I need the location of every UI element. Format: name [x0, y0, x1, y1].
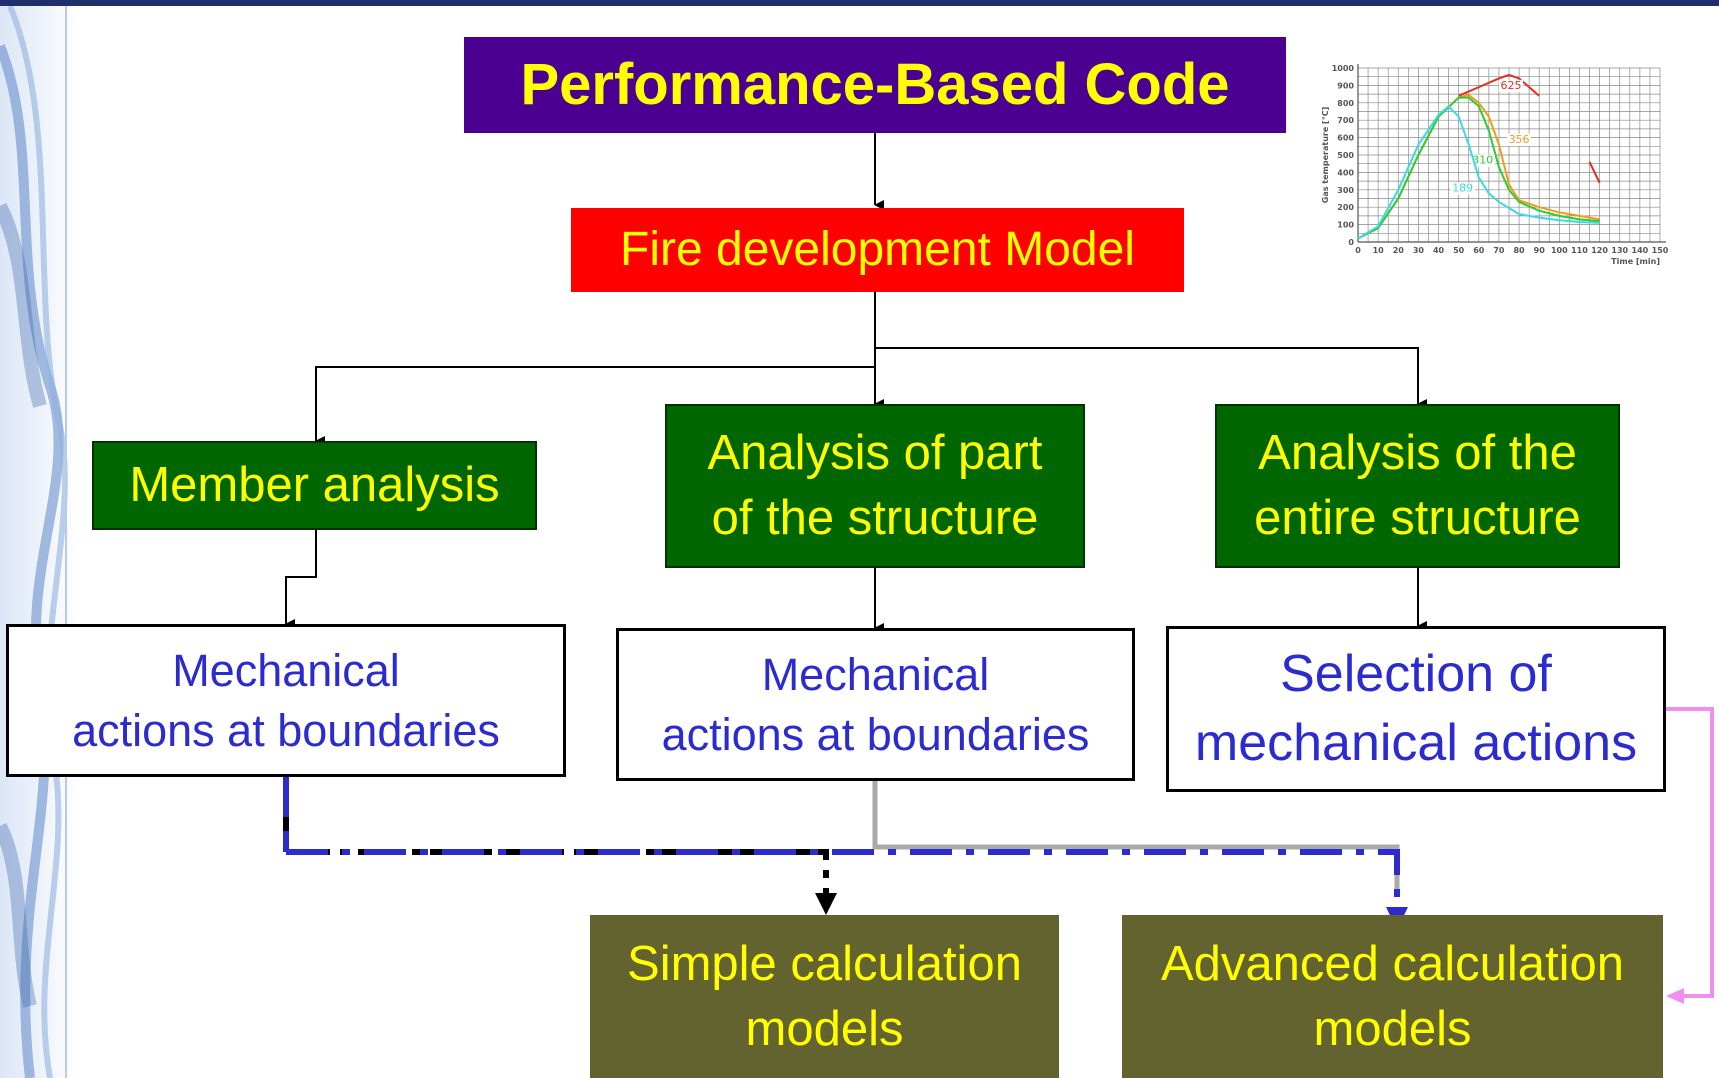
advanced-calculation-models-line1: Advanced calculation [1160, 936, 1625, 991]
chart-data-label: 310 [1472, 154, 1493, 167]
chart-y-axis-label: Gas temperature [°C] [1321, 107, 1330, 203]
performance-based-code-box: Performance-Based Code [464, 37, 1286, 133]
chart-x-tick-label: 120 [1591, 246, 1608, 255]
selection-mechanical-actions-line1: Selection of [1280, 645, 1552, 704]
chart-x-tick-label: 130 [1611, 246, 1628, 255]
chart-x-tick-label: 80 [1513, 246, 1525, 255]
chart-data-label: 356 [1509, 133, 1530, 146]
fire-development-model-box: Fire development Model [571, 208, 1184, 292]
chart-data-label: 625 [1501, 79, 1522, 92]
member-analysis-box: Member analysis [92, 441, 537, 530]
chart-x-tick-label: 20 [1393, 246, 1405, 255]
chart-y-tick-label: 1000 [1332, 64, 1355, 73]
chart-y-tick-label: 0 [1348, 238, 1354, 247]
entire-structure-analysis-box: Analysis of the entire structure [1215, 404, 1620, 568]
member-mechanical-actions-line2: actions at boundaries [72, 704, 500, 756]
chart-data-label-bg [1450, 182, 1475, 195]
entire-structure-analysis-line1: Analysis of the [1258, 426, 1577, 481]
advanced-calculation-models-line2: models [1313, 1001, 1472, 1056]
part-mechanical-actions-box: Mechanical actions at boundaries [616, 628, 1135, 781]
chart-y-tick-label: 700 [1337, 116, 1354, 125]
chart-x-axis-label: Time [min] [1611, 257, 1660, 266]
chart-x-tick-label: 40 [1433, 246, 1445, 255]
selection-mechanical-actions-box: Selection of mechanical actions [1166, 626, 1666, 792]
decorative-swirl [0, 6, 80, 1078]
member-mechanical-actions-box: Mechanical actions at boundaries [6, 624, 566, 777]
entire-structure-analysis-line2: entire structure [1254, 491, 1581, 545]
chart-series-line [1357, 96, 1600, 240]
simple-calculation-models-line2: models [745, 1001, 904, 1056]
performance-based-code-label: Performance-Based Code [520, 51, 1230, 117]
chart-x-tick-label: 60 [1473, 246, 1485, 255]
advanced-calculation-models-box: Advanced calculation models [1122, 915, 1663, 1078]
chart-series-line [1357, 104, 1600, 240]
chart-x-tick-label: 10 [1373, 246, 1385, 255]
chart-x-tick-label: 70 [1493, 246, 1505, 255]
fire-development-model-label: Fire development Model [620, 223, 1135, 277]
chart-x-tick-label: 100 [1551, 246, 1568, 255]
chart-x-tick-label: 150 [1652, 246, 1669, 255]
chart-data-label-bg [1470, 154, 1495, 167]
chart-grid [1357, 67, 1661, 243]
chart-x-tick-label: 30 [1413, 246, 1425, 255]
chart-data-label: 189 [1452, 182, 1473, 195]
chart-series-line [1588, 161, 1601, 184]
chart-x-tick-label: 0 [1355, 246, 1361, 255]
chart-y-tick-label: 800 [1337, 99, 1354, 108]
chart-y-tick-label: 600 [1337, 134, 1354, 143]
part-structure-analysis-line1: Analysis of part [707, 426, 1043, 481]
part-mechanical-actions-line2: actions at boundaries [661, 708, 1090, 760]
chart-y-tick-label: 500 [1337, 151, 1354, 160]
part-structure-analysis-line2: of the structure [711, 491, 1039, 545]
top-bar [0, 0, 1719, 6]
simple-calculation-models-line1: Simple calculation [627, 936, 1022, 991]
chart-y-tick-label: 300 [1337, 186, 1354, 195]
chart-x-tick-label: 50 [1453, 246, 1465, 255]
chart-data-label-bg [1507, 133, 1532, 146]
chart-y-tick-label: 200 [1337, 203, 1354, 212]
chart-x-tick-label: 110 [1571, 246, 1588, 255]
simple-calculation-models-box: Simple calculation models [590, 915, 1059, 1078]
chart-data-label-bg [1499, 79, 1524, 92]
chart-x-tick-label: 90 [1534, 246, 1546, 255]
chart-y-tick-label: 400 [1337, 168, 1354, 177]
chart-y-tick-label: 100 [1337, 221, 1354, 230]
chart-y-tick-label: 900 [1337, 81, 1354, 90]
member-mechanical-actions-line1: Mechanical [172, 645, 400, 697]
member-analysis-label: Member analysis [129, 458, 500, 513]
part-mechanical-actions-line1: Mechanical [761, 649, 990, 701]
selection-mechanical-actions-line2: mechanical actions [1194, 714, 1638, 772]
chart-x-tick-label: 140 [1632, 246, 1649, 255]
part-structure-analysis-box: Analysis of part of the structure [665, 404, 1085, 568]
actions-to-models-links [283, 707, 1714, 1004]
tree-connectors [285, 133, 1427, 633]
